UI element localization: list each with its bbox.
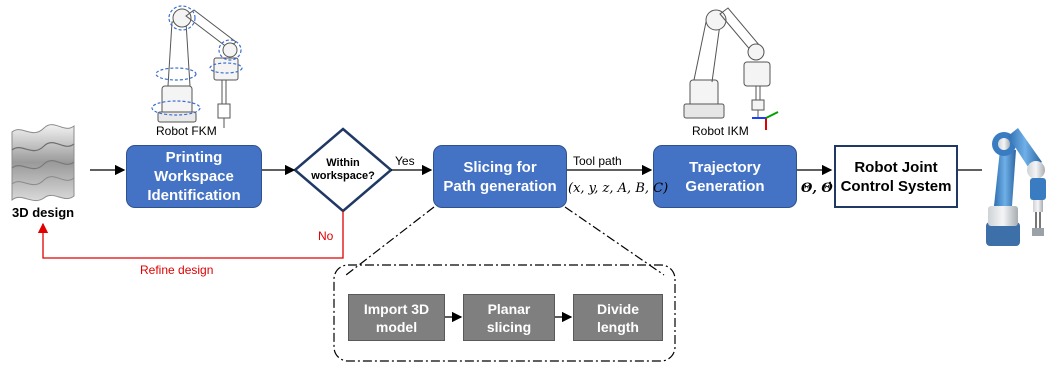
- 3d-design-image: [11, 124, 75, 202]
- joint-angle-label: Θ, Θ̇: [801, 181, 833, 196]
- planar-slicing-box: Planar slicing: [463, 294, 555, 341]
- arrow-no-refine: [37, 211, 344, 259]
- decision-label: Within workspace?: [311, 157, 375, 182]
- yes-label: Yes: [395, 154, 415, 168]
- sub-process-container: [333, 264, 676, 362]
- design-label: 3D design: [12, 205, 75, 220]
- expand-line-left: [345, 206, 435, 276]
- no-label: No: [318, 229, 334, 243]
- robot-ikm-image: [683, 7, 779, 130]
- robot-fkm-label: Robot FKM: [156, 124, 217, 138]
- expand-line-right: [564, 206, 665, 276]
- tool-path-coordinates: (x, y, z, A, B, C): [568, 181, 669, 196]
- robot-ikm-label: Robot IKM: [692, 124, 749, 138]
- import-3d-model-box: Import 3D model: [348, 294, 445, 341]
- robot-photo-image: [986, 128, 1046, 246]
- tool-path-label: Tool path: [573, 154, 622, 168]
- robot-joint-control-box: Robot Joint Control System: [834, 145, 958, 208]
- refine-design-label: Refine design: [140, 263, 214, 277]
- printing-workspace-box: Printing Workspace Identification: [126, 145, 262, 208]
- divide-length-box: Divide length: [573, 294, 663, 341]
- slicing-box: Slicing for Path generation: [433, 145, 567, 208]
- robot-fkm-image: [151, 5, 243, 128]
- trajectory-box: Trajectory Generation: [653, 145, 797, 208]
